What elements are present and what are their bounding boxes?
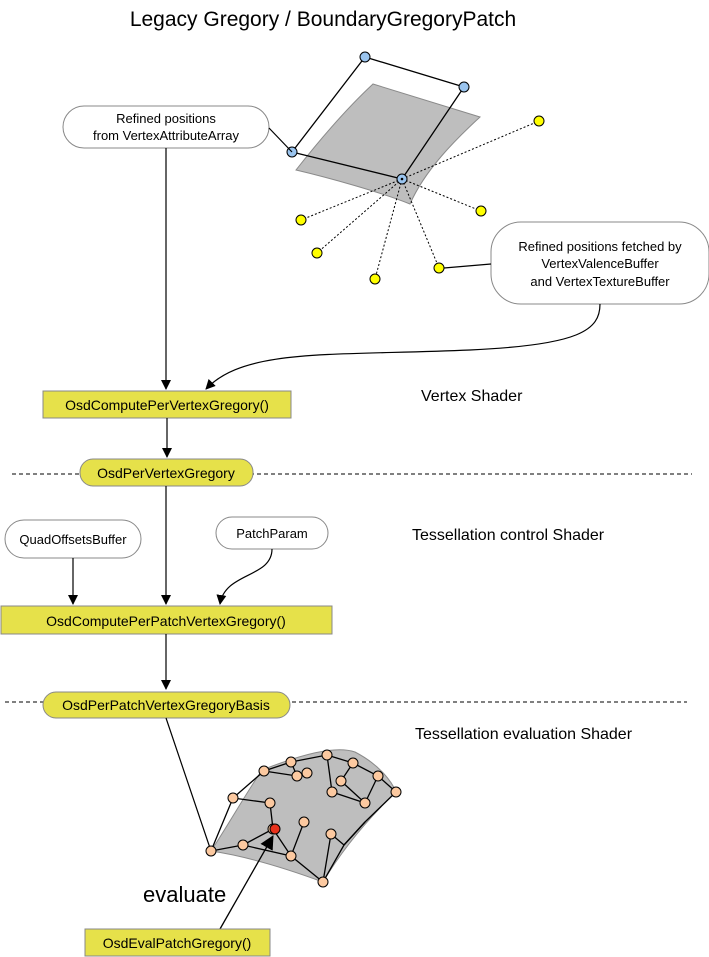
bubble-fetched-line3: and VertexTextureBuffer xyxy=(530,274,670,289)
bubble-fetched-line1: Refined positions fetched by xyxy=(518,239,682,254)
yellow-neighbor-point xyxy=(533,115,545,127)
top-patch-surface xyxy=(295,83,481,205)
peach-control-point xyxy=(390,786,402,798)
bottom-patch-surface xyxy=(210,749,397,883)
peach-control-point xyxy=(205,845,217,857)
bubble-quad-offsets: QuadOffsetsBuffer xyxy=(4,519,142,559)
struct-per-patch-vertex-basis-label: OsdPerPatchVertexGregoryBasis xyxy=(62,697,270,713)
peach-control-point xyxy=(325,828,337,840)
arrow-eval-to-point xyxy=(219,835,274,930)
bubble-fetched-positions: Refined positions fetched by VertexValen… xyxy=(490,221,709,305)
peach-control-point xyxy=(372,770,384,782)
connector-bubble-to-point xyxy=(268,127,293,153)
yellow-neighbor-point xyxy=(475,205,487,217)
peach-control-point xyxy=(298,816,310,828)
struct-per-vertex-label: OsdPerVertexGregory xyxy=(97,465,235,481)
peach-control-point xyxy=(347,757,359,769)
yellow-neighbor-point xyxy=(311,247,323,259)
peach-control-point xyxy=(227,792,239,804)
evaluate-label: evaluate xyxy=(143,882,226,907)
peach-control-point xyxy=(321,749,333,761)
peach-control-point xyxy=(237,839,249,851)
yellow-neighbor-point xyxy=(295,214,307,226)
yellow-neighbor-point xyxy=(369,273,381,285)
blue-control-point xyxy=(458,81,470,93)
stage-tess-control-shader: Tessellation control Shader xyxy=(412,527,605,544)
bubble-refined-positions: Refined positions from VertexAttributeAr… xyxy=(62,105,270,149)
peach-control-point xyxy=(285,756,297,768)
peach-control-point xyxy=(291,770,303,782)
peach-control-point xyxy=(359,797,371,809)
bubble-refined-line2: from VertexAttributeArray xyxy=(93,128,239,143)
connector-fetched-to-point xyxy=(443,263,492,269)
peach-control-point xyxy=(301,767,313,779)
bubble-refined-line1: Refined positions xyxy=(116,111,216,126)
valence-spokes xyxy=(300,120,540,280)
peach-control-point xyxy=(326,786,338,798)
function-eval-patch: OsdEvalPatchGregory() xyxy=(84,928,271,957)
blue-control-point xyxy=(359,51,371,63)
function-compute-per-patch-vertex: OsdComputePerPatchVertexGregory() xyxy=(0,605,333,635)
function-compute-per-vertex: OsdComputePerVertexGregory() xyxy=(42,390,292,419)
arrow-patchparam-to-compute xyxy=(216,548,273,605)
arrow-fetched-to-compute xyxy=(205,303,601,390)
bubble-patch-param-label: PatchParam xyxy=(236,526,308,541)
peach-control-point xyxy=(317,876,329,888)
evaluated-point xyxy=(269,823,281,835)
bottom-patch-illustration xyxy=(165,717,402,888)
diagram-title: Legacy Gregory / BoundaryGregoryPatch xyxy=(130,8,516,31)
struct-per-patch-vertex-basis: OsdPerPatchVertexGregoryBasis xyxy=(42,691,291,719)
bubble-quad-offsets-label: QuadOffsetsBuffer xyxy=(19,532,127,547)
function-compute-per-patch-vertex-label: OsdComputePerPatchVertexGregory() xyxy=(46,613,286,629)
peach-points xyxy=(205,749,402,888)
stage-vertex-shader: Vertex Shader xyxy=(421,388,523,405)
peach-control-point xyxy=(285,850,297,862)
top-patch-illustration xyxy=(286,51,545,285)
struct-per-vertex: OsdPerVertexGregory xyxy=(79,458,254,487)
bubble-fetched-line2: VertexValenceBuffer xyxy=(541,256,659,271)
peach-control-point xyxy=(258,765,270,777)
blue-center-dot xyxy=(400,177,404,181)
function-compute-per-vertex-label: OsdComputePerVertexGregory() xyxy=(65,397,269,413)
stage-tess-eval-shader: Tessellation evaluation Shader xyxy=(415,726,633,743)
peach-control-point xyxy=(335,775,347,787)
peach-control-point xyxy=(264,797,276,809)
function-eval-patch-label: OsdEvalPatchGregory() xyxy=(103,935,252,951)
bubble-patch-param: PatchParam xyxy=(215,516,329,550)
yellow-neighbor-point xyxy=(433,262,445,274)
connector-basis-to-patch xyxy=(165,717,212,852)
